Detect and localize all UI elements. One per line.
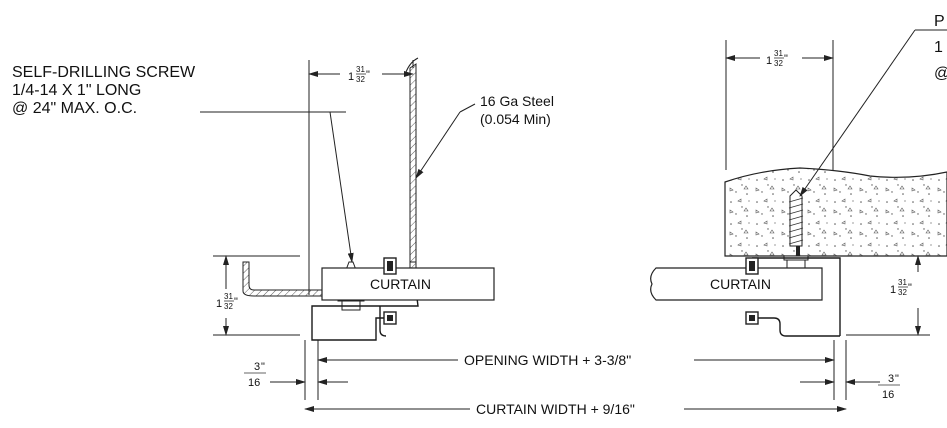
left-detail: CURTAIN 1 31 32 " 1 31 32 ": [200, 57, 495, 400]
opening-width-label: OPENING WIDTH + 3-3/8": [464, 352, 631, 368]
svg-text:16 Ga Steel: 16 Ga Steel: [480, 93, 554, 109]
svg-text:1: 1: [766, 55, 772, 67]
curtain-left: [321, 267, 495, 301]
svg-text:": ": [261, 361, 265, 373]
dim-top-right: 1 31 32 ": [766, 49, 788, 68]
svg-text:@ 24" MAX. O.C.: @ 24" MAX. O.C.: [12, 100, 137, 117]
dim-top-left: 1 31 32 ": [348, 65, 370, 84]
right-callout-partial: P 1 @: [934, 13, 947, 82]
curtain-right: [650, 267, 823, 301]
svg-text:1: 1: [890, 284, 896, 296]
svg-text:32: 32: [774, 59, 783, 68]
screw-callout: SELF-DRILLING SCREW 1/4-14 X 1" LONG @ 2…: [12, 64, 196, 117]
svg-text:@: @: [934, 65, 947, 82]
curtain-label-left: CURTAIN: [370, 276, 431, 292]
svg-text:1/4-14 X 1" LONG: 1/4-14 X 1" LONG: [12, 82, 141, 99]
curtain-label-right: CURTAIN: [710, 276, 771, 292]
guide-angle: [311, 297, 419, 336]
concrete-wall: [724, 167, 947, 257]
svg-text:": ": [234, 296, 238, 308]
svg-text:1: 1: [348, 71, 354, 83]
svg-text:32: 32: [356, 75, 365, 84]
svg-text:16: 16: [248, 377, 260, 389]
svg-text:": ": [908, 282, 912, 294]
svg-text:": ": [895, 373, 899, 385]
svg-text:31: 31: [774, 49, 783, 58]
svg-text:(0.054 Min): (0.054 Min): [480, 111, 551, 127]
svg-text:31: 31: [898, 278, 907, 287]
svg-text:": ": [366, 69, 370, 81]
svg-text:16: 16: [882, 389, 894, 401]
svg-text:3: 3: [888, 373, 894, 385]
curtain-width-label: CURTAIN WIDTH + 9/16": [476, 401, 635, 417]
svg-text:3: 3: [254, 361, 260, 373]
svg-text:": ": [784, 53, 788, 65]
steel-channel-tall-leg: [409, 63, 417, 263]
dim-right-vertical: 1 31 32 ": [890, 278, 912, 297]
svg-text:32: 32: [224, 302, 233, 311]
dim-edge-left: 3 " 16: [244, 361, 266, 389]
svg-text:31: 31: [224, 292, 233, 301]
svg-text:32: 32: [898, 288, 907, 297]
svg-text:1: 1: [216, 298, 222, 310]
svg-text:31: 31: [356, 65, 365, 74]
svg-text:P: P: [934, 13, 945, 30]
right-detail: CURTAIN 1 31 32 " 1 31 32 ": [650, 29, 947, 401]
concrete-anchor: [783, 189, 809, 270]
dim-left-vertical: 1 31 32 ": [216, 292, 238, 311]
dim-edge-right: 3 " 16: [878, 373, 900, 401]
steel-callout: 16 Ga Steel (0.054 Min): [480, 93, 554, 127]
svg-text:SELF-DRILLING SCREW: SELF-DRILLING SCREW: [12, 64, 196, 81]
svg-text:1: 1: [934, 39, 943, 56]
